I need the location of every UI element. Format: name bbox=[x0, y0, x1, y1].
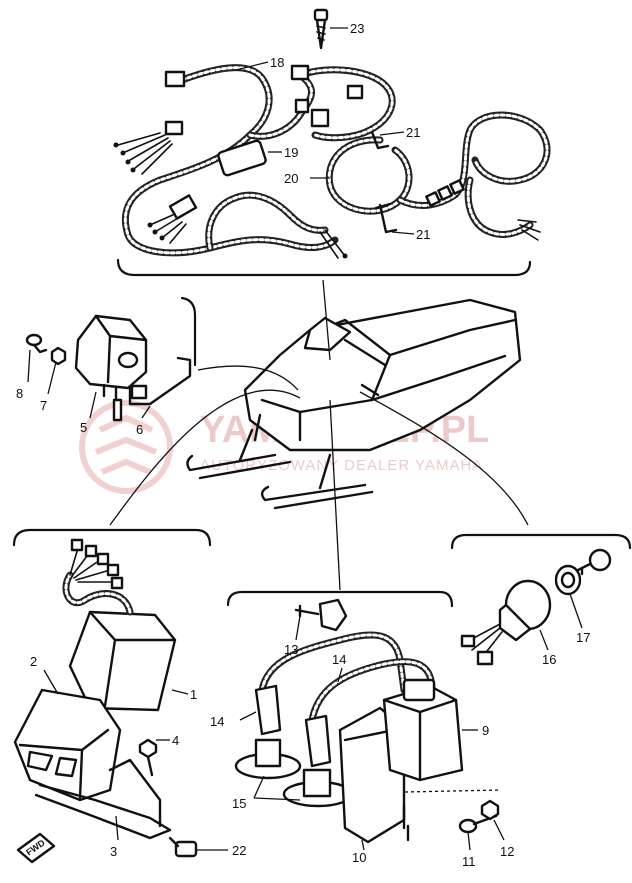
plug-cap-13 bbox=[294, 598, 348, 632]
callout-6: 6 bbox=[136, 422, 143, 437]
screw-23 bbox=[313, 8, 329, 50]
fwd-arrow-icon: FWD bbox=[16, 832, 56, 864]
ignition-key-icon bbox=[576, 548, 612, 576]
group-bracket-left bbox=[12, 528, 212, 547]
callout-2: 2 bbox=[30, 654, 37, 669]
callout-11: 11 bbox=[462, 854, 476, 869]
cdi-unit-group: FWD bbox=[12, 528, 212, 864]
connector-plug bbox=[310, 108, 330, 128]
harness-right bbox=[396, 111, 551, 209]
connector-chain-right bbox=[425, 179, 465, 207]
callout-21-lower: 21 bbox=[416, 227, 430, 242]
group-bracket-harness bbox=[116, 258, 532, 277]
rectifier-housing-5 bbox=[74, 314, 148, 390]
cdi-unit-1 bbox=[68, 610, 177, 712]
wire-harness-group bbox=[113, 8, 551, 277]
wire-fan-bottom-center bbox=[319, 229, 348, 259]
callout-14-right: 14 bbox=[332, 652, 346, 667]
callout-14-left: 14 bbox=[210, 714, 224, 729]
plug-boot-14a bbox=[254, 684, 282, 736]
plug-boot-14b bbox=[304, 714, 332, 768]
yamaha-logo-icon bbox=[79, 400, 173, 494]
callout-labels: 23 18 19 20 21 21 8 7 5 6 2 1 4 3 22 13 … bbox=[16, 21, 590, 869]
link-line-cdi bbox=[109, 389, 301, 526]
callout-12: 12 bbox=[500, 844, 514, 859]
connector-plug bbox=[164, 70, 186, 88]
connector-plug bbox=[290, 64, 310, 81]
ignition-coil-group bbox=[226, 590, 501, 844]
bolt-4 bbox=[138, 738, 158, 777]
group-bracket-ignition bbox=[226, 590, 454, 608]
link-line-rectifier bbox=[197, 365, 299, 391]
terminal-lead bbox=[112, 398, 123, 422]
connector-plug bbox=[294, 98, 310, 114]
group-bracket-cdi bbox=[180, 296, 197, 367]
callout-13: 13 bbox=[284, 642, 298, 657]
wire-clamp-21a bbox=[370, 130, 390, 150]
watermark-subtext: AUTORYZOWANY DEALER YAMAHA bbox=[200, 457, 483, 474]
link-line-harness bbox=[322, 279, 331, 361]
nut-7 bbox=[50, 346, 67, 366]
mount-plate-3 bbox=[34, 783, 172, 840]
callout-1: 1 bbox=[190, 687, 197, 702]
wire-fan-left-bottom bbox=[147, 194, 198, 244]
callout-7: 7 bbox=[40, 398, 47, 413]
nut-12 bbox=[480, 799, 500, 821]
ring-nut-17 bbox=[554, 564, 582, 596]
ski-right bbox=[260, 483, 374, 510]
callout-9: 9 bbox=[482, 723, 489, 738]
main-switch-16 bbox=[460, 579, 552, 666]
callout-23: 23 bbox=[350, 21, 364, 36]
connector-plug bbox=[346, 84, 364, 100]
callout-21-upper: 21 bbox=[406, 125, 420, 140]
bolt-8 bbox=[25, 333, 48, 354]
plug-cap-15 bbox=[234, 738, 354, 808]
link-line-switch bbox=[359, 391, 529, 526]
callout-3: 3 bbox=[110, 844, 117, 859]
callout-10: 10 bbox=[352, 850, 366, 865]
callout-8: 8 bbox=[16, 386, 23, 401]
main-switch-group bbox=[450, 533, 632, 666]
wire-fan-right-end bbox=[517, 219, 541, 241]
callout-5: 5 bbox=[80, 420, 87, 435]
callout-leaders bbox=[27, 27, 583, 851]
snowmobile-illustration bbox=[109, 279, 529, 591]
connector-plug bbox=[164, 120, 184, 136]
link-line-ignition bbox=[329, 399, 341, 591]
wire-fan-left-top bbox=[113, 132, 173, 175]
callout-4: 4 bbox=[172, 733, 179, 748]
callout-17: 17 bbox=[576, 630, 590, 645]
connector-22 bbox=[168, 836, 198, 858]
callout-18: 18 bbox=[270, 55, 284, 70]
callout-19: 19 bbox=[284, 145, 298, 160]
wire-clamp-21b bbox=[374, 202, 398, 234]
ski-left bbox=[186, 453, 292, 480]
callout-22: 22 bbox=[232, 843, 246, 858]
group-bracket-switch bbox=[450, 533, 632, 550]
callout-16: 16 bbox=[542, 652, 556, 667]
callout-15: 15 bbox=[232, 796, 246, 811]
mounting-bracket-6 bbox=[128, 356, 192, 406]
resistor-block-19 bbox=[217, 139, 267, 177]
callout-20: 20 bbox=[284, 171, 298, 186]
cdi-case-2 bbox=[13, 688, 122, 802]
cdi-bracket-group bbox=[25, 296, 197, 422]
